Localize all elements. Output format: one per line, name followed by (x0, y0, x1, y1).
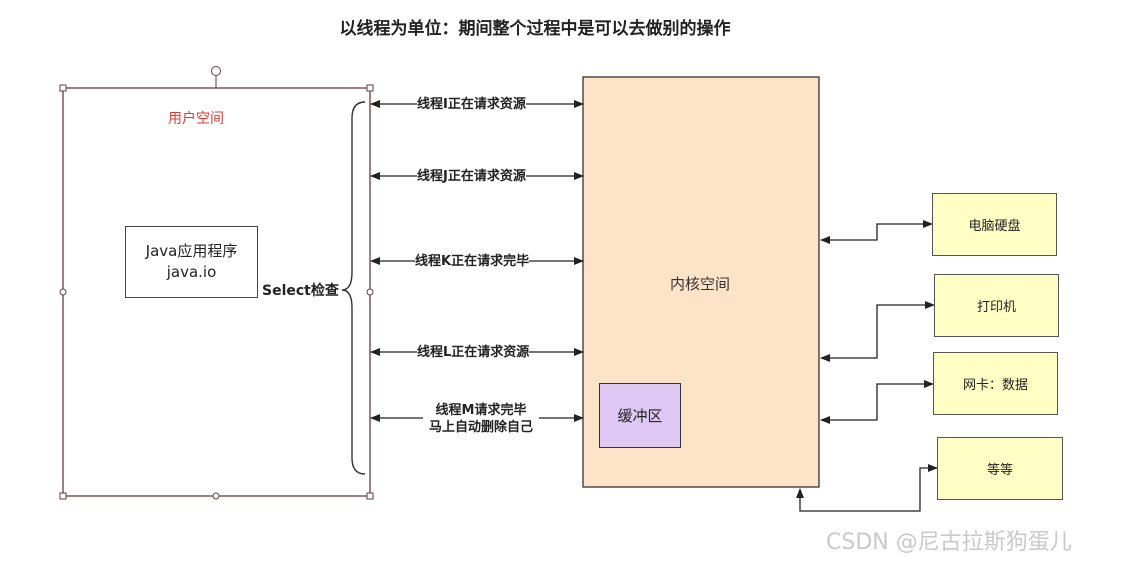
connector-nic (820, 380, 934, 424)
device-printer-label: 打印机 (976, 300, 1016, 315)
page-title: 以线程为单位：期间整个过程中是可以去做别的操作 (339, 19, 731, 39)
kernel-space-label: 内核空间 (669, 275, 730, 293)
connector-disk (820, 220, 933, 244)
java-app-box: Java应用程序 java.io (125, 226, 258, 298)
device-nic: 网卡：数据 (933, 352, 1058, 415)
resize-handle-left-mid[interactable] (59, 288, 67, 296)
device-disk-label: 电脑硬盘 (968, 219, 1021, 234)
device-printer: 打印机 (934, 274, 1059, 337)
rotate-handle[interactable] (211, 66, 221, 76)
thread-label-m: 线程M请求完毕 马上自动删除自己 (423, 402, 539, 436)
device-nic-label: 网卡：数据 (962, 378, 1028, 393)
resize-handles[interactable] (59, 84, 374, 500)
thread-label-m-line2: 马上自动删除自己 (428, 420, 533, 435)
user-space-label: 用户空间 (168, 111, 224, 127)
resize-handle-bottom-right[interactable] (366, 492, 374, 500)
resize-handle-right-mid[interactable] (366, 288, 374, 296)
java-app-title: Java应用程序 (145, 242, 238, 260)
buffer-label: 缓冲区 (617, 407, 663, 425)
thread-label-j: 线程J正在请求资源 (417, 168, 526, 185)
java-app-package: java.io (166, 263, 217, 281)
thread-label-i: 线程I正在请求资源 (417, 96, 526, 113)
connector-etc (796, 464, 938, 512)
watermark: CSDN @尼古拉斯狗蛋儿 (826, 530, 1072, 555)
resize-handle-top-left[interactable] (59, 84, 67, 92)
device-etc-label: 等等 (986, 463, 1013, 478)
device-disk: 电脑硬盘 (932, 193, 1057, 256)
thread-label-l: 线程L正在请求资源 (417, 344, 530, 361)
select-check-label: Select检查 (262, 283, 339, 299)
resize-handle-bottom-left[interactable] (59, 492, 67, 500)
thread-label-k: 线程K正在请求完毕 (415, 253, 530, 270)
thread-label-m-line1: 线程M请求完毕 (435, 403, 527, 418)
device-etc: 等等 (937, 437, 1063, 500)
select-brace (341, 101, 366, 475)
buffer-box: 缓冲区 (599, 383, 681, 448)
resize-handle-bottom-mid[interactable] (212, 492, 220, 500)
connector-printer (820, 301, 935, 362)
resize-handle-top-right[interactable] (366, 84, 374, 92)
